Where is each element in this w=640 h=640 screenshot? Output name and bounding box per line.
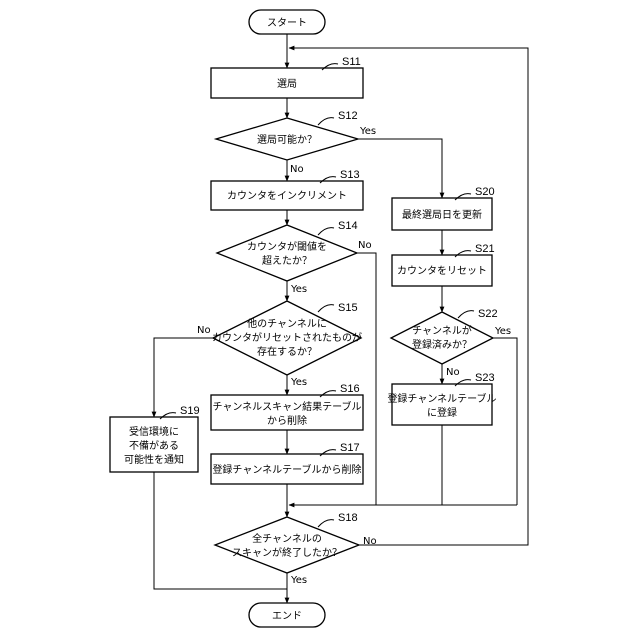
step-label-s23: S23: [475, 372, 495, 384]
node-s22-label-line1: チャンネルが: [412, 324, 472, 337]
node-s19-label-line1: 受信環境に: [129, 425, 179, 438]
step-label-s14: S14: [338, 220, 358, 232]
node-s19-label-line3: 可能性を通知: [124, 453, 184, 466]
node-s14-label-line2: 超えたか？: [262, 254, 312, 267]
step-label-s17: S17: [340, 442, 360, 454]
step-label-s21: S21: [475, 243, 495, 255]
step-label-s19: S19: [180, 405, 200, 417]
node-s22: チャンネルが 登録済みか？ S22 Yes No: [391, 308, 511, 378]
node-s18-label-line1: 全チャンネルの: [252, 532, 322, 545]
node-s18-label-line2: スキャンが終了したか？: [232, 546, 342, 559]
node-s13-label: カウンタをインクリメント: [227, 190, 347, 202]
step-label-s16: S16: [340, 383, 360, 395]
node-s15: 他のチャンネルに カウンタがリセットされたものが 存在するか？ S15 No Y…: [197, 301, 362, 388]
step-label-s20: S20: [475, 186, 495, 198]
step-label-s22: S22: [478, 308, 498, 320]
node-s15-label-line3: 存在するか？: [257, 345, 317, 358]
node-s15-label-line2: カウンタがリセットされたものが: [212, 331, 362, 344]
edge-label-s14-yes: Yes: [290, 284, 307, 295]
edge-label-s14-no: No: [358, 240, 372, 251]
node-end-label: エンド: [272, 611, 302, 622]
step-label-s11: S11: [342, 56, 361, 68]
node-start: スタート: [249, 10, 325, 34]
node-s12: 選局可能か？ S12 Yes No: [216, 110, 376, 175]
node-s14: カウンタが閾値を 超えたか？ S14 No Yes: [217, 220, 372, 295]
node-s15-label-line1: 他のチャンネルに: [247, 317, 327, 330]
node-s23-label-line2: に登録: [427, 406, 457, 419]
step-label-s12: S12: [338, 110, 358, 122]
node-s11-label: 選局: [277, 77, 297, 90]
step-label-s18: S18: [338, 512, 358, 524]
edge-label-s18-yes: Yes: [290, 575, 307, 586]
step-label-s15: S15: [338, 302, 358, 314]
node-s16-label-line2: から削除: [267, 414, 307, 427]
node-s14-label-line1: カウンタが閾値を: [247, 240, 327, 253]
node-s21: カウンタをリセット S21: [392, 243, 495, 286]
node-s20-label: 最終選局日を更新: [402, 208, 482, 221]
node-s17-label: 登録チャンネルテーブルから削除: [212, 463, 361, 476]
edge-label-s15-yes: Yes: [290, 377, 307, 388]
edge-label-s18-no: No: [363, 536, 377, 547]
step-label-s13: S13: [340, 169, 360, 181]
edge-s12-s20: [358, 139, 442, 198]
node-s16-label-line1: チャンネルスキャン結果テーブル: [212, 400, 361, 413]
edge-label-s22-yes: Yes: [494, 326, 511, 337]
edge-label-s22-no: No: [446, 367, 460, 378]
node-s18: 全チャンネルの スキャンが終了したか？ S18 No Yes: [215, 512, 377, 586]
node-s23-label-line1: 登録チャンネルテーブル: [387, 392, 496, 405]
node-s19-label-line2: 不備がある: [129, 439, 179, 452]
edge-label-s12-no: No: [290, 164, 304, 175]
node-s21-label: カウンタをリセット: [397, 265, 487, 277]
edge-s22-merge: [493, 338, 517, 505]
node-s19: 受信環境に 不備がある 可能性を通知 S19: [110, 405, 200, 472]
node-end: エンド: [249, 603, 325, 627]
edge-label-s15-no: No: [197, 325, 211, 336]
node-s12-label: 選局可能か？: [257, 133, 317, 146]
edge-label-s12-yes: Yes: [359, 126, 376, 137]
node-s20: 最終選局日を更新 S20: [392, 186, 495, 230]
node-start-label: スタート: [267, 17, 307, 29]
node-s22-label-line2: 登録済みか？: [412, 338, 472, 351]
